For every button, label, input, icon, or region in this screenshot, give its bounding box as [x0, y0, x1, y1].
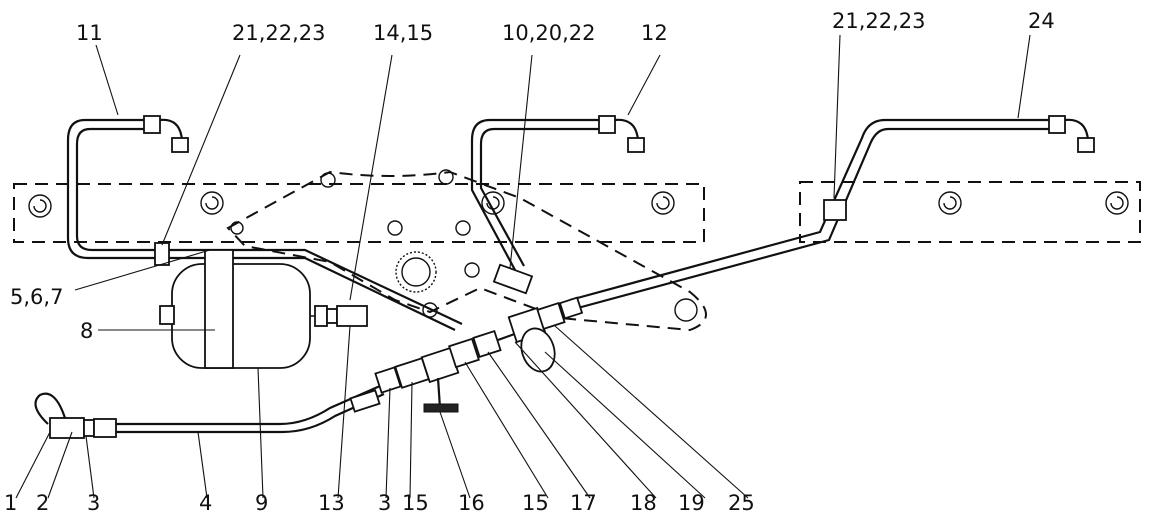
label-12: 12 — [641, 21, 668, 45]
label-14-15: 14,15 — [373, 21, 433, 45]
label-10-20-22: 10,20,22 — [502, 21, 596, 45]
rail-bolts — [28, 191, 1129, 218]
hose-4 — [34, 384, 385, 439]
accumulator-9 — [159, 249, 368, 369]
label-11: 11 — [76, 21, 103, 45]
label-18: 18 — [630, 491, 657, 515]
label-8: 8 — [80, 319, 93, 343]
label-5-6-7: 5,6,7 — [10, 285, 63, 309]
tube-24 — [569, 115, 1095, 311]
tube-12 — [470, 115, 645, 295]
label-17: 17 — [570, 491, 597, 515]
label-24: 24 — [1028, 9, 1055, 33]
label-4: 4 — [199, 491, 212, 515]
tube-11 — [66, 115, 463, 331]
label-2: 2 — [36, 491, 49, 515]
leader-lines — [15, 34, 1031, 499]
label-9: 9 — [255, 491, 268, 515]
label-16: 16 — [458, 491, 485, 515]
label-3b: 3 — [378, 491, 391, 515]
frame-rails — [13, 181, 1141, 243]
label-19: 19 — [678, 491, 705, 515]
label-15b: 15 — [522, 491, 549, 515]
label-3a: 3 — [87, 491, 100, 515]
label-1: 1 — [4, 491, 17, 515]
label-21-22-23-left: 21,22,23 — [232, 21, 326, 45]
label-25: 25 — [728, 491, 755, 515]
label-21-22-23-right: 21,22,23 — [832, 9, 926, 33]
label-13: 13 — [318, 491, 345, 515]
label-15a: 15 — [402, 491, 429, 515]
callout-labels: 1 2 3 4 9 13 3 15 16 15 17 18 19 25 11 2… — [4, 9, 1055, 515]
mounting-bracket — [226, 169, 707, 332]
valve-assembly — [374, 296, 584, 413]
